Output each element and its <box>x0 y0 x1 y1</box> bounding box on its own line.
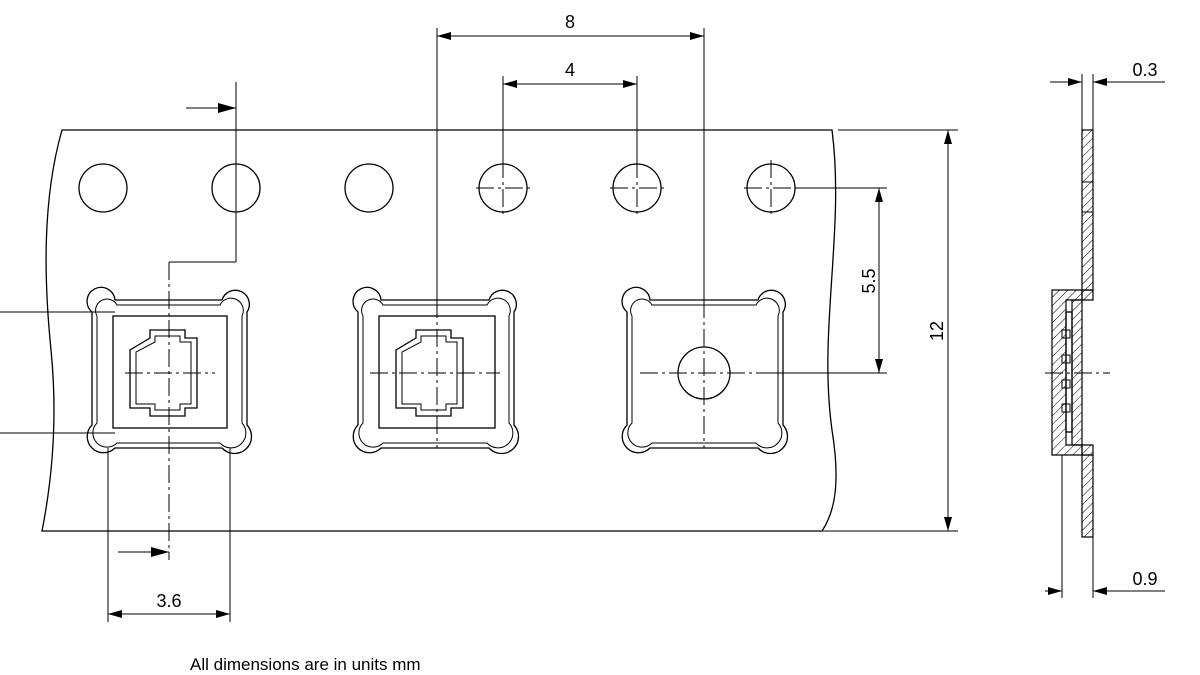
dim-label-12: 12 <box>927 321 947 341</box>
dim-label-5-5: 5.5 <box>859 268 879 293</box>
extension-lines <box>0 28 887 622</box>
pocket-3 <box>621 286 789 455</box>
pocket-2 <box>352 286 520 455</box>
sprocket-holes <box>78 160 798 216</box>
carrier-tape <box>41 129 958 532</box>
pocket-1 <box>86 286 253 455</box>
center-lines <box>125 262 705 560</box>
dim-label-0-3: 0.3 <box>1132 60 1157 80</box>
dim-label-3-6: 3.6 <box>156 591 181 611</box>
dim-label-0-9: 0.9 <box>1132 569 1157 589</box>
side-section-view <box>1045 74 1165 598</box>
dim-label-8: 8 <box>565 12 575 32</box>
units-note: All dimensions are in units mm <box>190 655 421 674</box>
dim-label-4: 4 <box>565 60 575 80</box>
dimension-lines <box>108 32 952 618</box>
